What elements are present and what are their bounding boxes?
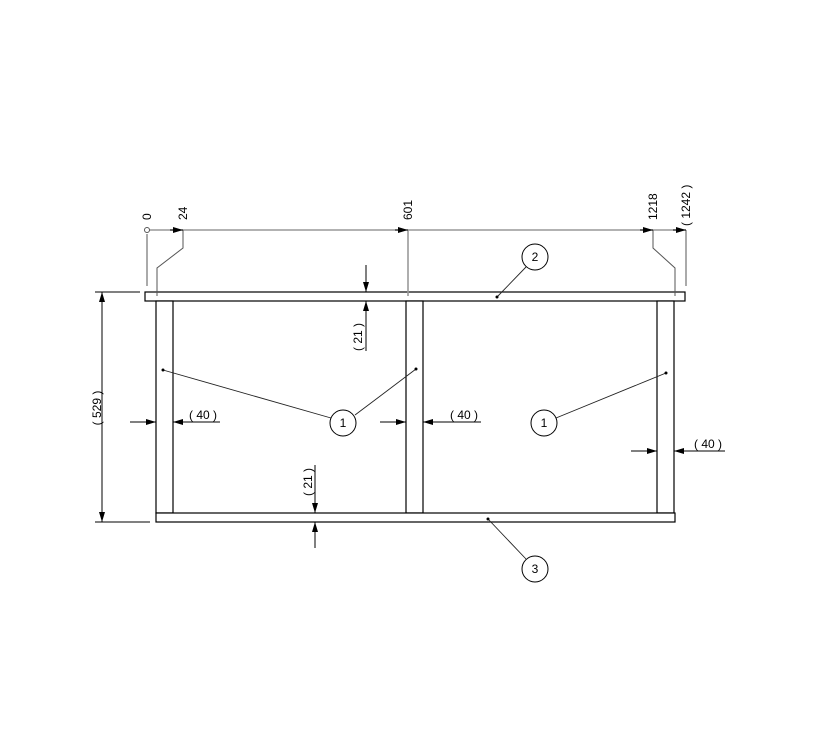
ordinate-label-24: 24 [176,206,190,220]
height-dimension: ( 529 ) [90,291,150,523]
ordinate-dimension: 0 24 601 1218 ( 1242 ) [140,185,693,296]
balloon-label: 3 [532,562,539,576]
balloon-label: 1 [541,416,548,430]
right-leg-part-1 [656,300,675,514]
top-board-part-2 [144,291,686,302]
right-leg-width-label: ( 40 ) [694,437,722,451]
ordinate-label-0: 0 [140,213,154,220]
bottom-thickness-label: ( 21 ) [301,468,315,496]
top-thickness-label: ( 21 ) [351,323,365,351]
balloon-1-right: 1 [530,371,668,437]
ordinate-label-601: 601 [401,200,415,220]
top-thickness-dimension: ( 21 ) [351,265,369,351]
left-leg-part-1 [155,300,174,514]
ordinate-label-1242: ( 1242 ) [679,185,693,226]
balloon-label: 2 [532,250,539,264]
height-label: ( 529 ) [90,391,104,426]
balloon-2: 2 [495,243,549,299]
bottom-board-part-3 [155,512,676,523]
left-leg-width-label: ( 40 ) [189,408,217,422]
right-leg-width-dimension: ( 40 ) [631,437,725,454]
ordinate-label-1218: 1218 [646,193,660,220]
left-leg-width-dimension: ( 40 ) [130,408,220,425]
balloon-label: 1 [340,416,347,430]
balloon-3: 3 [486,517,549,583]
middle-leg-part-1 [405,300,424,514]
middle-leg-width-label: ( 40 ) [450,408,478,422]
middle-leg-width-dimension: ( 40 ) [380,408,481,425]
bottom-thickness-dimension: ( 21 ) [301,465,318,548]
balloon-1-left: 1 [161,367,418,437]
